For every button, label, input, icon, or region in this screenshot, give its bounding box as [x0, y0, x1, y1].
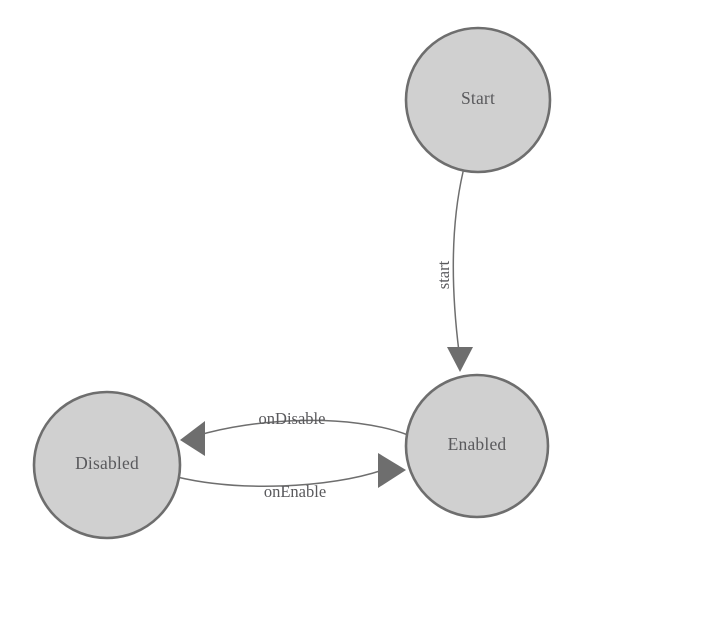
- edge-start-to-enabled-arrowhead-icon: [447, 347, 473, 372]
- edge-disabled-to-enabled[interactable]: onEnable: [176, 453, 406, 501]
- state-node-disabled[interactable]: Disabled: [32, 390, 182, 540]
- state-node-start[interactable]: Start: [404, 26, 552, 174]
- edge-disabled-to-enabled-arrowhead-icon: [378, 453, 406, 488]
- edge-enabled-to-disabled-path: [195, 419, 409, 437]
- edge-start-to-enabled[interactable]: start: [434, 171, 473, 372]
- edge-label-ondisable: onDisable: [259, 409, 326, 428]
- edge-disabled-to-enabled-path: [176, 469, 384, 487]
- state-node-disabled-circle[interactable]: [32, 390, 182, 540]
- edge-start-to-enabled-path: [452, 171, 464, 353]
- state-node-enabled-circle[interactable]: [404, 373, 550, 519]
- state-node-start-circle[interactable]: [404, 26, 552, 174]
- edge-enabled-to-disabled-arrowhead-icon: [180, 421, 205, 456]
- edge-enabled-to-disabled[interactable]: onDisable: [180, 409, 409, 456]
- edge-label-start: start: [434, 260, 453, 289]
- state-node-enabled-label: Enabled: [448, 434, 507, 454]
- state-node-enabled[interactable]: Enabled: [404, 373, 550, 519]
- state-node-disabled-label: Disabled: [75, 453, 139, 473]
- state-node-start-label: Start: [461, 88, 495, 108]
- edge-label-onenable: onEnable: [264, 482, 326, 501]
